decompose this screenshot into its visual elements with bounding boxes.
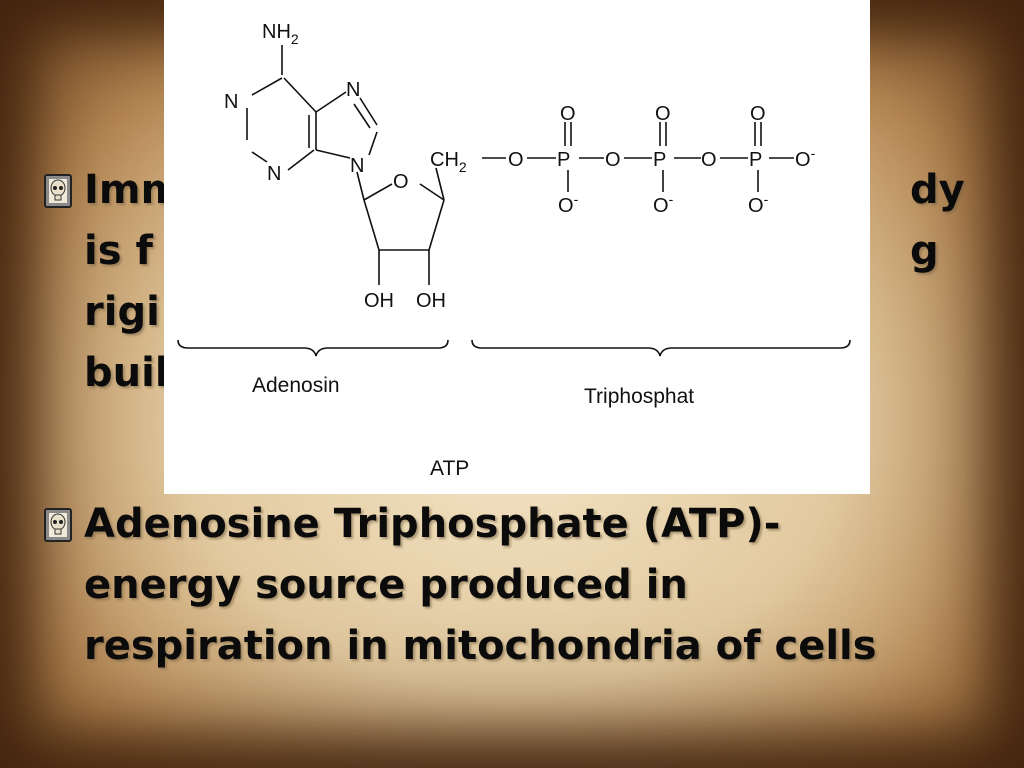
svg-text:O: O — [508, 149, 524, 171]
svg-text:N: N — [267, 163, 281, 185]
skull-icon — [44, 174, 72, 208]
skull-icon — [44, 508, 72, 542]
triphosphat-label: Triphosphat — [584, 385, 694, 408]
svg-text:O: O — [701, 149, 717, 171]
bullet-atp: Adenosine Triphosphate (ATP)- energy sou… — [44, 494, 1004, 677]
svg-text:O: O — [605, 149, 621, 171]
bullet-fragment: g — [910, 228, 939, 274]
svg-text:OH: OH — [416, 290, 446, 312]
svg-text:CH2: CH2 — [430, 149, 467, 175]
bullet-fragment: rigi — [84, 289, 160, 335]
adenosin-label: Adenosin — [252, 374, 340, 397]
svg-text:O-: O- — [653, 191, 674, 217]
svg-text:N: N — [346, 79, 360, 101]
svg-text:O-: O- — [558, 191, 579, 217]
svg-text:N: N — [350, 155, 364, 177]
svg-text:O-: O- — [748, 191, 769, 217]
svg-text:P: P — [653, 149, 666, 171]
svg-text:O-: O- — [795, 145, 816, 171]
svg-text:N: N — [224, 91, 238, 113]
svg-text:OH: OH — [364, 290, 394, 312]
svg-text:P: P — [557, 149, 570, 171]
svg-text:O: O — [560, 103, 576, 125]
svg-text:O: O — [750, 103, 766, 125]
adenosin-brace — [177, 339, 449, 357]
bullet-fragment: is f — [84, 228, 153, 274]
bullet-text: Adenosine Triphosphate (ATP)- energy sou… — [84, 501, 877, 669]
triphosphat-brace — [471, 339, 851, 357]
bullet-fragment: dy — [910, 167, 965, 213]
svg-text:O: O — [393, 171, 409, 193]
svg-text:NH2: NH2 — [262, 21, 299, 47]
bullet-fragment: buil — [84, 350, 169, 396]
atp-structure-diagram: NH2 N N N N O CH2 O P O P O P O- O O O O… — [177, 21, 851, 480]
atp-structure-figure: NH2 N N N N O CH2 O P O P O P O- O O O O… — [164, 0, 870, 494]
svg-text:O: O — [655, 103, 671, 125]
svg-text:P: P — [749, 149, 762, 171]
figure-caption: ATP — [430, 457, 469, 480]
